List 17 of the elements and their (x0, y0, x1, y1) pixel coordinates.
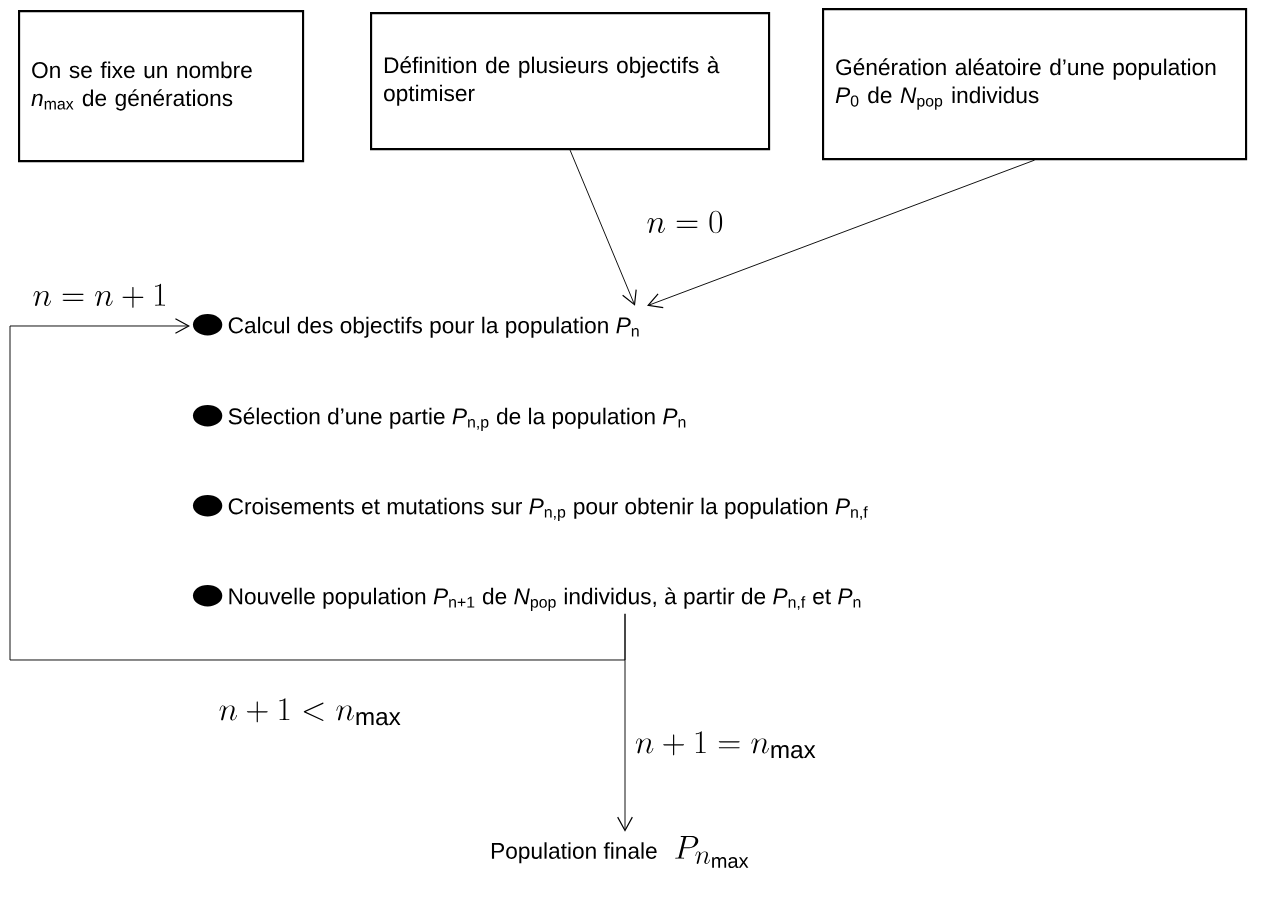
text-box: Génération aléatoire d’une population P$_{0}$ de N$_{pop}$ individus (822, 8, 1248, 161)
arrow (647, 159, 1036, 309)
bullet-item: Calcul des objectifs pour la population P$_{n}$ (192, 314, 639, 338)
formula-label: $n=0$ (647, 210, 723, 234)
edge-label: $n+1=n_{\max}$ (632, 729, 820, 761)
edge-label: $n+1<n_{\max}$ (215, 696, 405, 728)
bullet-item: Sélection d’une partie P$_{n,p}$ de la population P$_{n}$ (192, 405, 686, 431)
arrow (569, 149, 637, 306)
formula-label: $n=n+1$ (33, 283, 165, 308)
text-box: Définition de plusieurs objectifs à optimiser (370, 12, 771, 151)
loop-arrow (9, 318, 626, 661)
node-label: Calcul des objectifs pour la population P$_{n}$ (228, 316, 639, 338)
bullet-item: Nouvelle population P$_{n+1}$ de N$_{pop}$ individus, à partir de P$_{n,f}$ et P$_{n}$ (192, 585, 861, 611)
arrow (617, 613, 633, 832)
result-text: Population finale $P_{n_{\max}}$ (491, 836, 749, 868)
text-box: On se fixe un nombre n$_{max}$ de générations (18, 10, 305, 163)
bullet-item: Croisements et mutations sur P$_{n,p}$ pour obtenir la population P$_{n,f}$ (192, 495, 868, 521)
